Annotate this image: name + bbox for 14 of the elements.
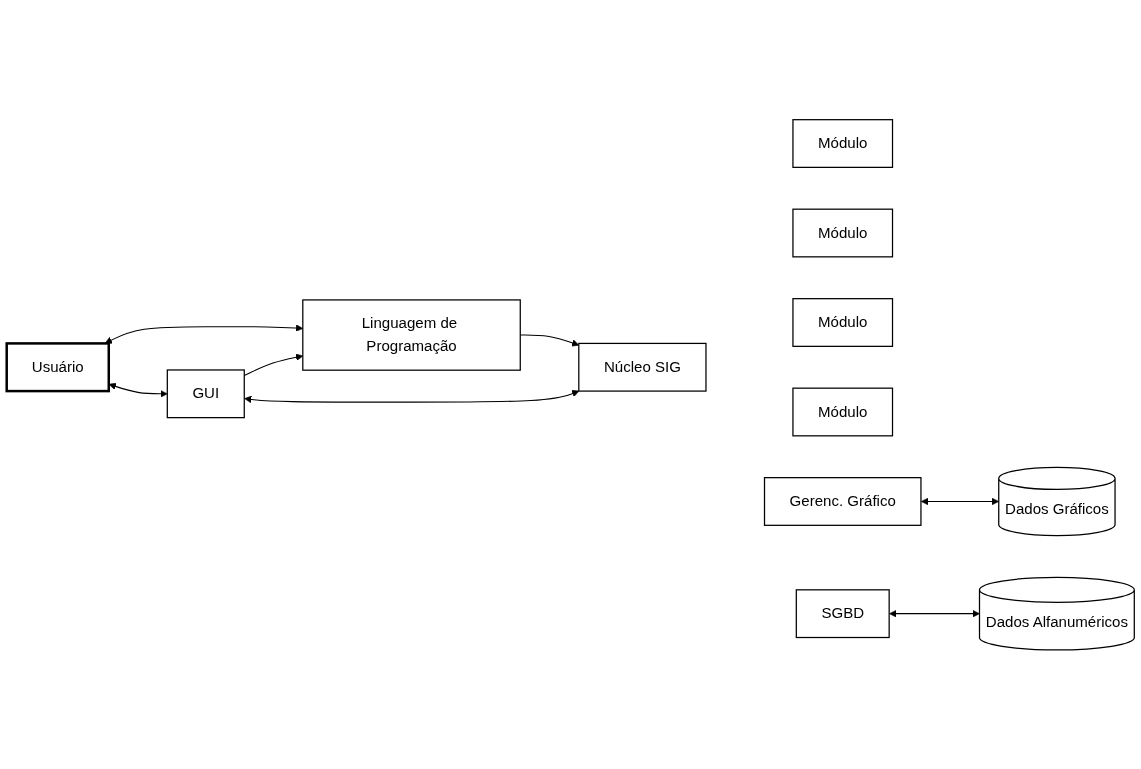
node-box: Núcleo SIG [578,342,707,392]
node-box: Módulo [792,118,894,168]
arrow [920,497,1000,505]
node-box: Módulo [792,208,894,258]
arrow [889,609,980,617]
node-box: Módulo [792,297,894,347]
node-box: Módulo [792,387,894,437]
node-box: Usuário [5,341,110,392]
arrow [244,389,580,403]
arrow [108,382,168,398]
node-box: SGBD [795,588,890,638]
node-box: Gerenc. Gráfico [763,476,922,526]
node-box: Linguagem de Programação [302,298,521,371]
node-box: GUI [166,369,245,418]
